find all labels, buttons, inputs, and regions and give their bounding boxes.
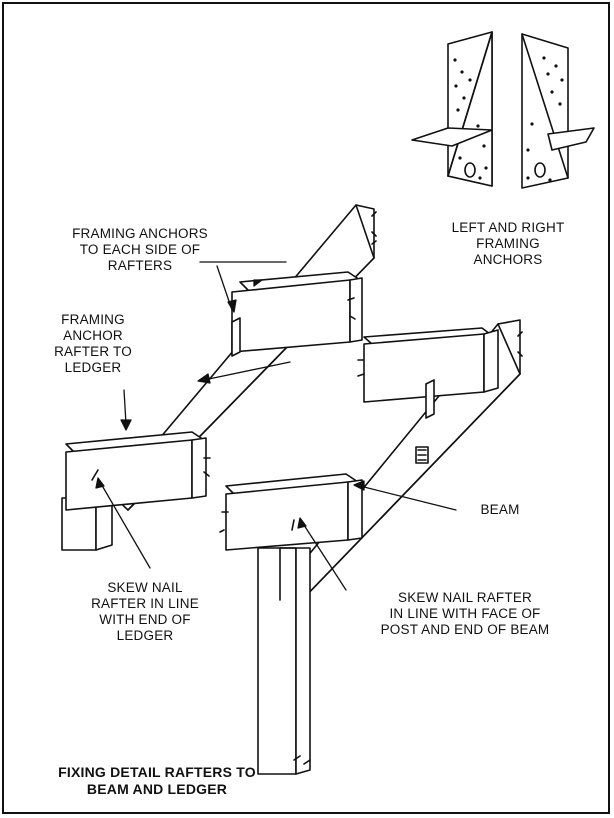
right-framing-anchor	[521, 33, 595, 189]
label-beam: BEAM	[480, 502, 520, 517]
rafter-back	[231, 271, 363, 357]
rafter-front-left	[65, 431, 211, 511]
label-anchors-each-side: FRAMING ANCHORS TO EACH SIDE OF RAFTERS	[72, 226, 208, 273]
leader-lines	[95, 261, 457, 591]
label-left-right-anchors: LEFT AND RIGHT FRAMING ANCHORS	[451, 220, 565, 267]
centre-post	[257, 547, 311, 775]
label-skew-nail-post: SKEW NAIL RAFTER IN LINE WITH FACE OF PO…	[380, 590, 550, 637]
rafter-right	[357, 327, 499, 419]
rafter-front-right	[219, 473, 363, 551]
diagram-caption: FIXING DETAIL RAFTERS TO BEAM AND LEDGER	[58, 764, 256, 797]
left-framing-anchor	[411, 31, 493, 187]
label-anchor-rafter-ledger: FRAMING ANCHOR RAFTER TO LEDGER	[54, 312, 132, 375]
label-skew-nail-ledger: SKEW NAIL RAFTER IN LINE WITH END OF LED…	[91, 580, 199, 643]
